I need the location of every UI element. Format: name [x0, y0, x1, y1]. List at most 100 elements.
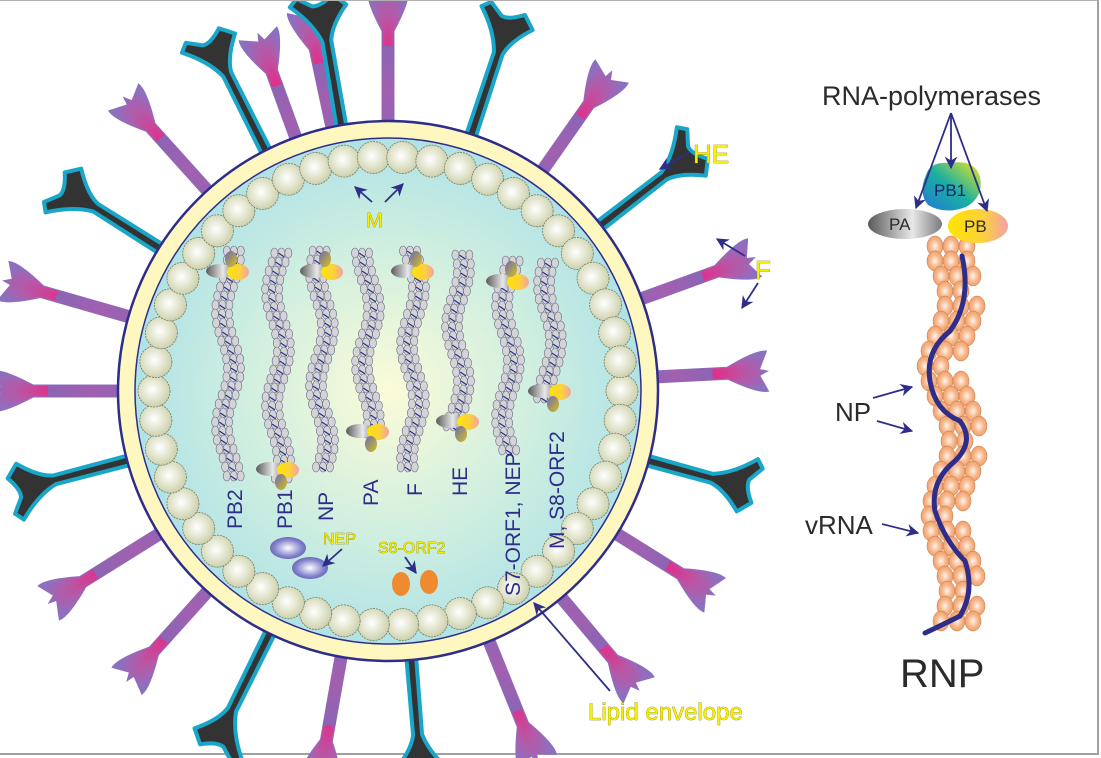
np-subunit [964, 610, 982, 632]
pb1-small [225, 251, 237, 267]
np-subunit [273, 346, 281, 358]
rnp-segment [300, 245, 343, 473]
vrna-strand [455, 407, 462, 413]
np-subunit [215, 443, 224, 455]
pb1-small [319, 251, 331, 267]
np-subunit [397, 326, 406, 338]
vrna-strand [413, 304, 421, 310]
segment-label-s7-orf1-nep: S7-ORF1, NEP [502, 452, 525, 596]
arrow-vrna [881, 523, 920, 537]
vrna-strand [324, 331, 332, 337]
np-subunit [362, 409, 371, 421]
np-subunit [506, 426, 515, 438]
np-subunit [262, 274, 271, 286]
vrna-strand [454, 353, 462, 359]
np-subunit [494, 318, 502, 330]
vrna-strand [224, 340, 232, 346]
vrna-strand [319, 466, 327, 472]
np-subunit [327, 344, 336, 356]
np-subunit [453, 375, 461, 387]
vrna-strand [315, 403, 323, 409]
np-subunit [281, 427, 289, 439]
matrix-protein [246, 177, 280, 210]
np-subunit [551, 302, 560, 314]
arrow-f [741, 282, 759, 310]
np-subunit [271, 328, 279, 340]
segment-label-pb1: PB1 [274, 489, 297, 529]
vrna-strand [219, 304, 226, 310]
nep-protein [270, 537, 306, 559]
vrna-strand [279, 450, 287, 456]
np-subunit [310, 353, 319, 365]
vrna-strand [218, 421, 226, 427]
np-subunit [369, 337, 377, 349]
np-subunit [213, 434, 221, 446]
np-subunit [313, 416, 322, 428]
np-subunit [466, 366, 474, 378]
np-subunit [279, 310, 288, 322]
arrow-nep [322, 548, 343, 567]
np-subunit [324, 353, 333, 365]
np-subunit [363, 301, 371, 313]
f-stalk [323, 636, 351, 727]
np-subunit [548, 293, 557, 305]
vrna-strand [501, 287, 508, 293]
np-subunit [325, 407, 333, 419]
rnp-segment [436, 249, 479, 442]
matrix-protein [154, 460, 187, 494]
np-subunit [410, 344, 419, 356]
np-subunit [495, 435, 503, 447]
pb-small [507, 274, 529, 290]
arrow-m [354, 186, 373, 203]
np-subunit [464, 393, 473, 405]
np-subunit [234, 344, 242, 356]
f-spike [299, 635, 352, 758]
label-nep: NEP [323, 531, 356, 548]
np-subunit [415, 425, 424, 437]
np-subunit [558, 329, 567, 341]
vrna-strand [404, 466, 412, 472]
vrna-strand [546, 370, 553, 376]
vrna-strand [318, 412, 326, 418]
vrna-strand [544, 262, 552, 268]
np-subunit [505, 300, 513, 312]
vrna-strand [370, 414, 377, 420]
vrna-strand [313, 376, 320, 382]
he-glycoprotein [393, 637, 454, 758]
np-subunit [261, 391, 270, 403]
np-subunit [308, 398, 316, 410]
np-subunit [225, 299, 234, 311]
np-subunit [492, 309, 500, 321]
pa-subunit [868, 209, 942, 239]
np-subunit [514, 372, 523, 384]
vrna-strand [317, 358, 325, 364]
np-subunit [313, 344, 322, 356]
np-subunit [410, 452, 418, 464]
vrna-strand [230, 367, 238, 373]
vrna-strand [460, 263, 468, 269]
np-subunit [455, 312, 464, 324]
pb-small [549, 384, 571, 400]
np-subunit [216, 281, 224, 293]
np-subunit [970, 415, 988, 437]
np-subunit [269, 436, 278, 448]
np-subunit [376, 409, 385, 421]
np-subunit [413, 434, 421, 446]
matrix-protein [605, 374, 639, 408]
np-subunit [357, 274, 365, 286]
np-subunit [396, 443, 405, 455]
matrix-protein [144, 316, 178, 350]
np-subunit [954, 490, 972, 512]
np-subunit [323, 290, 332, 302]
np-subunit [372, 391, 380, 403]
np-subunit [211, 425, 220, 437]
vrna-strand [322, 457, 330, 463]
np-subunit [267, 256, 276, 268]
vrna-strand [273, 315, 280, 321]
vrna-strand [365, 333, 373, 339]
vrna-strand [362, 342, 370, 348]
vrna-strand [498, 422, 506, 428]
matrix-protein [299, 152, 333, 185]
matrix-protein [166, 487, 200, 521]
